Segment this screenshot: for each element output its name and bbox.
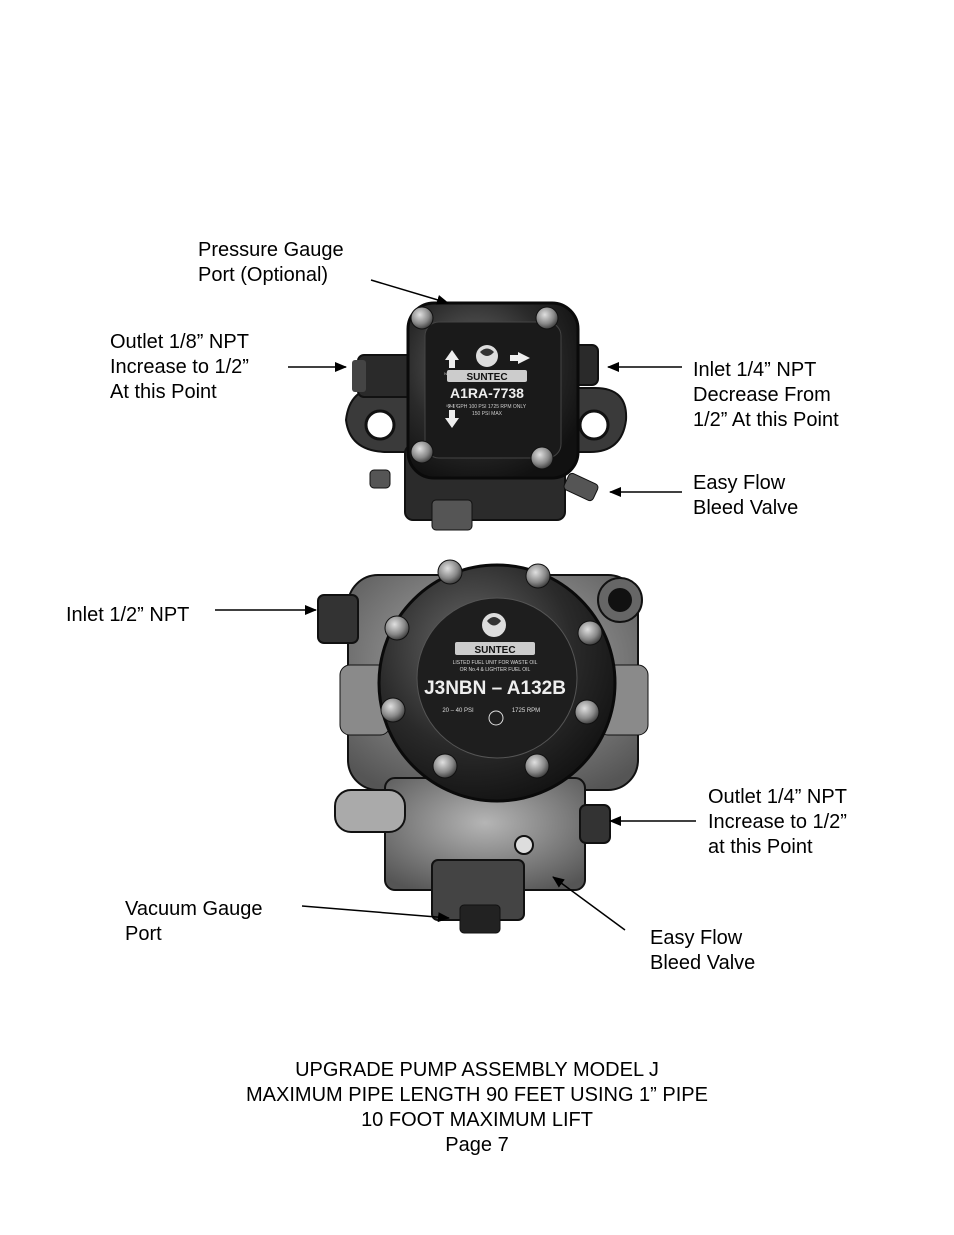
down-arrow-icon: [445, 410, 459, 428]
small-brand-plate: [447, 370, 527, 382]
callout-arrows: [215, 279, 696, 931]
label-line: Port (Optional): [198, 264, 329, 286]
small-brand: SUNTEC: [466, 372, 507, 383]
label-line: Easy Flow: [693, 472, 786, 494]
label-line: Bleed Valve: [693, 497, 799, 519]
large-pump-image: SUNTEC LISTED FUEL UNIT FOR WASTE OIL OR…: [317, 559, 649, 934]
label-vacuum-gauge: Vacuum Gauge Port: [125, 897, 263, 947]
large-spec-rpm: 1725 RPM: [512, 708, 540, 714]
right-arrow-icon: [510, 352, 530, 364]
label-line: Inlet 1/2” NPT: [66, 604, 190, 626]
arrow-pressure-gauge: [370, 279, 449, 305]
large-brand: SUNTEC: [474, 645, 515, 656]
up-arrow-icon: [445, 350, 459, 368]
label-line: Easy Flow: [650, 927, 743, 949]
label-line: Bleed Valve: [650, 952, 756, 974]
label-line: at this Point: [708, 836, 813, 858]
footer-line-1: UPGRADE PUMP ASSEMBLY MODEL J: [295, 1059, 659, 1081]
small-pump-image: SUNTEC A1RA-7738 2-1 GPH 100 PSI 1725 RP…: [344, 301, 628, 531]
label-outlet-small: Outlet 1/8” NPT Increase to 1/2” At this…: [110, 330, 249, 405]
label-outlet-large: Outlet 1/4” NPT Increase to 1/2” at this…: [708, 785, 847, 860]
label-line: At this Point: [110, 381, 217, 403]
ul-mark-icon: [488, 710, 504, 726]
footer-caption: UPGRADE PUMP ASSEMBLY MODEL J MAXIMUM PI…: [0, 1058, 954, 1158]
label-line: Pressure Gauge: [198, 239, 344, 261]
small-model: A1RA-7738: [450, 385, 524, 401]
label-line: 1/2” At this Point: [693, 409, 839, 431]
large-fine-print-1: LISTED FUEL UNIT FOR WASTE OIL: [453, 660, 538, 666]
label-line: Increase to 1/2”: [110, 356, 249, 378]
large-fine-print-2: OR No.4 & LIGHTER FUEL OIL: [460, 667, 531, 673]
nozzle-label: NOZZLE: [444, 371, 460, 376]
label-bleed-large: Easy Flow Bleed Valve: [650, 926, 755, 976]
label-inlet-large: Inlet 1/2” NPT: [66, 603, 189, 628]
label-line: Outlet 1/4” NPT: [708, 786, 847, 808]
footer-line-3: 10 FOOT MAXIMUM LIFT: [361, 1109, 593, 1131]
label-line: Increase to 1/2”: [708, 811, 847, 833]
arrow-vacuum-gauge: [301, 905, 450, 923]
small-fine-print-1: 2-1 GPH 100 PSI 1725 RPM ONLY: [448, 404, 527, 410]
inlet-port-label: INLET: [446, 403, 458, 408]
footer-line-2: MAXIMUM PIPE LENGTH 90 FEET USING 1” PIP…: [246, 1084, 708, 1106]
large-model: J3NBN – A132B: [424, 678, 566, 699]
label-line: Vacuum Gauge: [125, 898, 263, 920]
small-fine-print-2: 150 PSI MAX: [472, 411, 503, 417]
large-spec-psi: 20 – 40 PSI: [442, 708, 474, 714]
label-bleed-small: Easy Flow Bleed Valve: [693, 471, 798, 521]
arrow-bleed-large: [552, 876, 626, 931]
label-line: Inlet 1/4” NPT: [693, 359, 817, 381]
label-line: Port: [125, 923, 162, 945]
page-number: Page 7: [445, 1134, 509, 1156]
label-inlet-small: Inlet 1/4” NPT Decrease From 1/2” At thi…: [693, 358, 839, 433]
label-line: Outlet 1/8” NPT: [110, 331, 249, 353]
label-line: Decrease From: [693, 384, 831, 406]
label-pressure-gauge: Pressure Gauge Port (Optional): [198, 238, 344, 288]
